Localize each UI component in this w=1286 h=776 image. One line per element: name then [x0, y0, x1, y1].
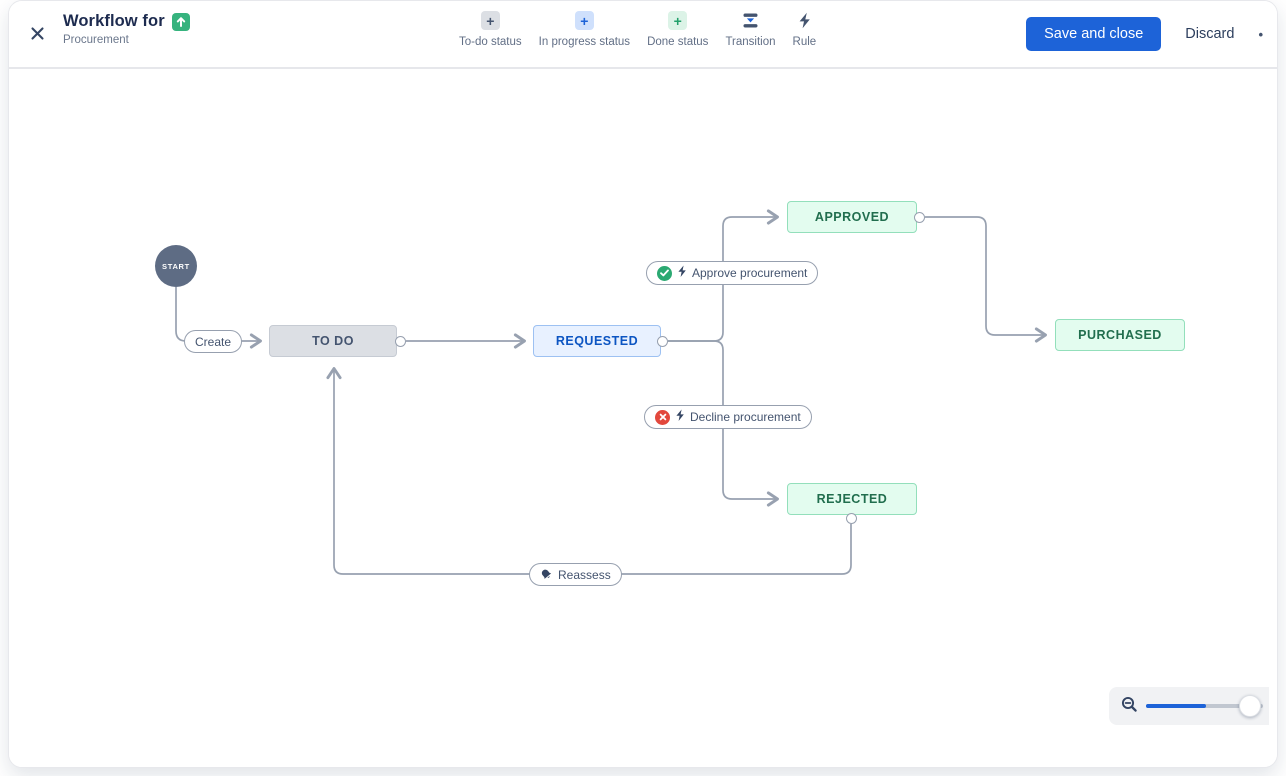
toolbar-label: Done status [647, 36, 709, 48]
start-node[interactable]: START [155, 245, 197, 287]
status-node-todo[interactable]: TO DO [269, 325, 397, 357]
bell-icon [540, 568, 553, 581]
zoom-slider-fill [1146, 704, 1206, 708]
connector-handle[interactable] [846, 513, 857, 524]
close-icon [30, 26, 45, 44]
transition-label: Create [195, 334, 232, 349]
green-check-icon [657, 265, 672, 281]
issue-type-icon [171, 12, 190, 31]
toolbar-item-todo-status[interactable]: + To-do status [459, 11, 522, 48]
toolbar-item-done-status[interactable]: + Done status [647, 11, 708, 48]
status-node-approved[interactable]: APPROVED [787, 201, 917, 233]
workflow-subtitle: Procurement [63, 34, 129, 46]
add-todo-status-icon: + [480, 11, 500, 30]
toolbar-label: To-do status [459, 36, 522, 48]
red-cross-icon [655, 409, 670, 425]
connector-handle[interactable] [657, 336, 668, 347]
transition-label: Decline procurement [690, 410, 801, 424]
status-node-rejected[interactable]: REJECTED [787, 483, 917, 515]
transition-label: Approve procurement [692, 266, 808, 280]
title-block: Workflow for Procurement [63, 12, 190, 46]
discard-button[interactable]: Discard [1185, 26, 1235, 42]
transition-icon [741, 11, 760, 30]
zoom-out-button[interactable] [1121, 696, 1138, 716]
magnifier-minus-icon [1121, 696, 1138, 716]
status-node-requested[interactable]: REQUESTED [533, 325, 661, 357]
transition-create[interactable]: Create [184, 330, 243, 353]
zoom-control [1109, 687, 1269, 725]
status-node-purchased[interactable]: PURCHASED [1055, 319, 1185, 351]
add-inprogress-status-icon: + [574, 11, 594, 30]
workflow-editor-window: Workflow for Procurement + To-do status … [8, 0, 1278, 768]
save-and-close-button[interactable]: Save and close [1026, 17, 1162, 51]
zoom-slider-track[interactable] [1146, 695, 1263, 717]
transition-approve-procurement[interactable]: Approve procurement [646, 261, 819, 285]
toolbar-item-rule[interactable]: Rule [792, 11, 817, 48]
connector-handle[interactable] [395, 336, 406, 347]
close-button[interactable] [23, 21, 51, 49]
page-title: Workflow for [63, 12, 165, 30]
editor-toolbar: + To-do status + In progress status + Do… [459, 11, 816, 48]
add-done-status-icon: + [668, 11, 688, 30]
toolbar-item-inprogress-status[interactable]: + In progress status [539, 11, 630, 48]
header-actions: Save and close Discard • [1026, 17, 1263, 51]
rule-lightning-icon [795, 11, 814, 30]
workflow-edges [175, 209, 1047, 575]
toolbar-label: In progress status [538, 36, 631, 48]
rule-lightning-icon [677, 265, 687, 281]
transition-decline-procurement[interactable]: Decline procurement [644, 405, 812, 429]
more-indicator-dot: • [1258, 26, 1263, 42]
connector-handle[interactable] [914, 212, 925, 223]
workflow-canvas[interactable]: START TO DO REQUESTED APPROVED PURCHASED… [9, 69, 1277, 767]
zoom-slider-thumb[interactable] [1239, 695, 1261, 717]
toolbar-label: Transition [725, 36, 776, 48]
rule-lightning-icon [675, 409, 685, 425]
editor-header: Workflow for Procurement + To-do status … [9, 1, 1277, 69]
toolbar-item-transition[interactable]: Transition [725, 11, 776, 48]
toolbar-label: Rule [792, 36, 817, 48]
transition-reassess[interactable]: Reassess [529, 563, 622, 586]
transition-label: Reassess [558, 567, 611, 582]
